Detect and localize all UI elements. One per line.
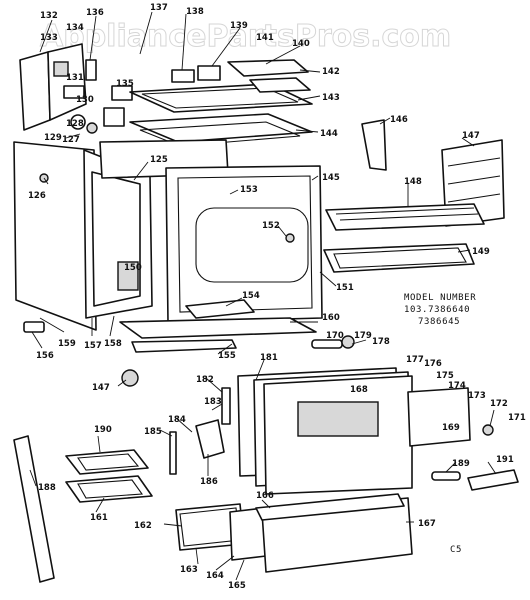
callout-172: 172: [490, 399, 508, 409]
callout-165: 165: [228, 581, 246, 591]
callout-162: 162: [134, 521, 152, 531]
callout-135: 135: [116, 79, 134, 89]
callout-149: 149: [472, 247, 490, 257]
callout-146: 146: [390, 115, 408, 125]
callout-157: 157: [84, 341, 102, 351]
callout-132: 132: [40, 11, 58, 21]
callout-131: 131: [66, 73, 84, 83]
oven-bottom: [119, 299, 317, 339]
callout-136: 136: [86, 8, 104, 18]
model-number-1: 103.7386640: [404, 305, 470, 315]
callout-145: 145: [322, 173, 340, 183]
callout-166: 166: [256, 491, 274, 501]
drawer-body: [175, 503, 267, 561]
callout-161: 161: [90, 513, 108, 523]
callout-130: 130: [76, 95, 94, 105]
oven-door-assembly: [237, 367, 471, 495]
callout-181: 181: [260, 353, 278, 363]
callout-185: 185: [144, 427, 162, 437]
callout-176: 176: [424, 359, 442, 369]
callout-178: 178: [372, 337, 390, 347]
callout-182: 182: [196, 375, 214, 385]
callout-153: 153: [240, 185, 258, 195]
callout-183: 183: [204, 397, 222, 407]
drawer-front: [255, 493, 413, 573]
callout-147-lower: 147: [92, 383, 110, 393]
callout-191: 191: [496, 455, 514, 465]
callout-189: 189: [452, 459, 470, 469]
callout-158: 158: [104, 339, 122, 349]
inner-side-panel: [83, 149, 153, 319]
callout-138: 138: [186, 7, 204, 17]
oven-rack: [325, 203, 485, 231]
callout-177: 177: [406, 355, 424, 365]
callout-151: 151: [336, 283, 354, 293]
backguard-assembly: [19, 43, 87, 131]
callout-179: 179: [354, 331, 372, 341]
callout-150: 150: [124, 263, 142, 273]
callout-141: 141: [256, 33, 274, 43]
callout-160: 160: [322, 313, 340, 323]
oven-liner-frame: [165, 165, 323, 323]
callout-144: 144: [320, 129, 338, 139]
base-trim-strips: [23, 321, 237, 353]
callout-169: 169: [442, 423, 460, 433]
callout-labels: 132 136 137 138 139 140 141 142 143 144 …: [28, 3, 526, 591]
callout-184: 184: [168, 415, 186, 425]
callout-175: 175: [436, 371, 454, 381]
callout-140: 140: [292, 39, 310, 49]
broiler-pan: [323, 243, 475, 273]
callout-155: 155: [218, 351, 236, 361]
watermark-text: AppliancePartsPros.com: [40, 19, 451, 54]
callout-163: 163: [180, 565, 198, 575]
callout-147: 147: [462, 131, 480, 141]
callout-148: 148: [404, 177, 422, 187]
cooktop-frame: [129, 113, 313, 147]
callout-134: 134: [66, 23, 84, 33]
callout-129: 129: [44, 133, 62, 143]
callout-190: 190: [94, 425, 112, 435]
callout-133: 133: [40, 33, 58, 43]
callout-142: 142: [322, 67, 340, 77]
callout-156: 156: [36, 351, 54, 361]
callout-171: 171: [508, 413, 526, 423]
callout-125: 125: [150, 155, 168, 165]
callout-188: 188: [38, 483, 56, 493]
side-trim-strip: [13, 435, 55, 583]
model-number-2: 7386645: [418, 317, 460, 327]
callout-128: 128: [66, 119, 84, 129]
callout-154: 154: [242, 291, 260, 301]
callout-174: 174: [448, 381, 466, 391]
callout-143: 143: [322, 93, 340, 103]
broiler-grid: [65, 449, 149, 475]
callout-127: 127: [62, 135, 80, 145]
door-hinges: [169, 387, 231, 475]
callout-168: 168: [350, 385, 368, 395]
door-hinge-bracket: [361, 119, 387, 171]
callout-137: 137: [150, 3, 168, 13]
callout-126: 126: [28, 191, 46, 201]
control-components: [70, 59, 221, 134]
sheet-code: C5: [450, 545, 462, 555]
callout-186: 186: [200, 477, 218, 487]
callout-139: 139: [230, 21, 248, 31]
callout-159: 159: [58, 339, 76, 349]
door-spring: [467, 469, 519, 491]
broiler-pan-bottom: [65, 475, 153, 503]
callout-173: 173: [468, 391, 486, 401]
callout-leaders: [29, 11, 497, 581]
callout-164: 164: [206, 571, 224, 581]
knob-parts: [121, 335, 494, 481]
callout-152: 152: [262, 221, 280, 231]
model-number-heading: MODEL NUMBER: [404, 293, 476, 303]
callout-167: 167: [418, 519, 436, 529]
callout-170: 170: [326, 331, 344, 341]
